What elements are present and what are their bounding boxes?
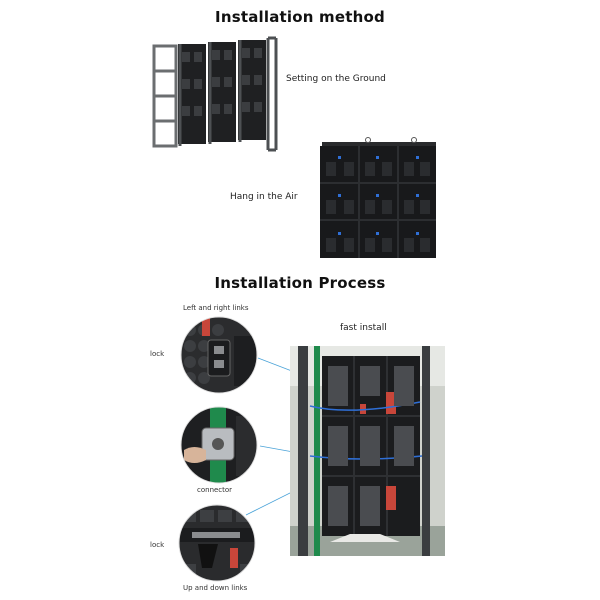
air-label: Hang in the Air <box>230 192 298 202</box>
fast-install-label: fast install <box>340 323 387 333</box>
detail-left-right-link-image <box>180 316 258 394</box>
ground-stand-image <box>152 36 278 152</box>
ground-label: Setting on the Ground <box>286 74 386 84</box>
connector-label: connector <box>197 486 233 494</box>
section-title-installation-method: Installation method <box>215 8 385 26</box>
left-right-links-label: Left and right links <box>183 304 249 312</box>
lock-label-bottom: lock <box>150 541 165 549</box>
hanging-image <box>320 137 436 258</box>
detail-connector-image <box>180 406 258 484</box>
fast-install-photo <box>290 346 445 556</box>
up-down-links-label: Up and down links <box>183 584 248 592</box>
lock-label-top: lock <box>150 350 165 358</box>
section-title-installation-process: Installation Process <box>214 274 386 292</box>
detail-up-down-link-image <box>178 504 256 582</box>
